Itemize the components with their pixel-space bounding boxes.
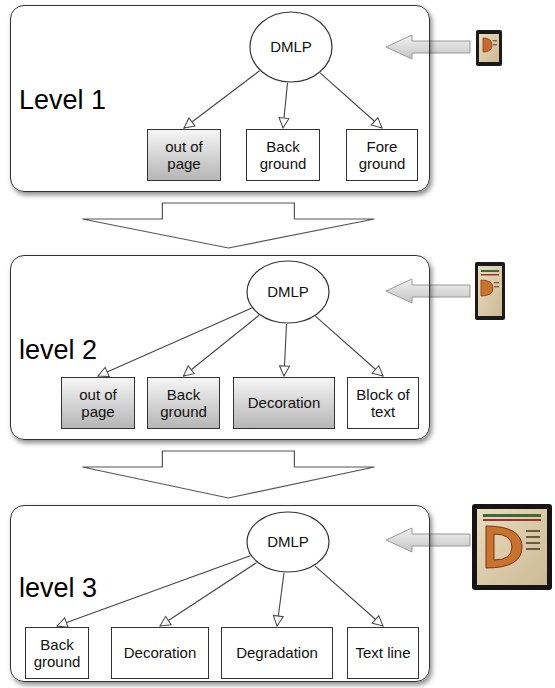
level-label: level 3 <box>19 574 97 604</box>
level-panel: Level 1 DMLP out of page Back ground Fore gr… <box>10 5 430 192</box>
classification-arrow <box>98 308 252 376</box>
input-arrow <box>386 528 470 552</box>
class-box: Back ground <box>246 129 320 181</box>
input-arrow <box>386 279 470 303</box>
classifier-ellipse: DMLP <box>246 260 330 324</box>
classification-arrow <box>160 563 257 626</box>
classification-arrow <box>184 315 260 376</box>
level-transition-arrow <box>82 203 374 248</box>
level-transition-arrow <box>82 451 374 498</box>
class-label: Degradation <box>236 644 318 661</box>
class-label: Fore ground <box>351 138 413 173</box>
class-box: Fore ground <box>346 129 418 181</box>
classifier-name: DMLP <box>267 533 309 550</box>
classification-arrow <box>315 566 383 626</box>
classification-arrow <box>320 73 382 128</box>
class-box: Degradation <box>221 627 333 679</box>
thumbnail-image <box>472 504 552 590</box>
class-label: Text line <box>355 644 410 661</box>
classifier-name: DMLP <box>270 38 312 55</box>
class-box: Back ground <box>25 627 89 679</box>
class-label: Back ground <box>251 138 315 173</box>
class-label: Decoration <box>124 644 197 661</box>
class-label: Back ground <box>152 386 215 421</box>
class-box: Back ground <box>147 377 220 429</box>
classification-arrow <box>315 316 383 376</box>
level-panel: level 3 DMLP Back ground Decoration Degradat… <box>10 505 430 682</box>
class-label: out of page <box>152 138 216 173</box>
classification-arrow <box>277 573 284 626</box>
level-panel: level 2 DMLP out of page Back ground Decorat… <box>10 255 430 440</box>
classification-arrow <box>284 324 287 376</box>
level-label: level 2 <box>19 336 97 366</box>
classification-arrow <box>184 71 260 128</box>
classifier-name: DMLP <box>267 283 309 300</box>
class-box: Text line <box>347 627 419 679</box>
class-label: Decoration <box>248 394 321 411</box>
thumbnail-image <box>475 262 505 320</box>
input-arrow <box>386 35 470 59</box>
class-box: out of page <box>147 129 221 181</box>
class-label: Back ground <box>30 636 84 671</box>
thumbnail-image <box>476 30 502 66</box>
classification-arrow <box>283 83 288 128</box>
class-box: out of page <box>61 377 135 429</box>
level-label: Level 1 <box>19 86 106 116</box>
class-box: Decoration <box>233 377 335 429</box>
class-label: Block of text <box>352 386 414 421</box>
class-label: out of page <box>66 386 130 421</box>
classifier-ellipse: DMLP <box>246 511 330 573</box>
class-box: Decoration <box>111 627 209 679</box>
classifier-ellipse: DMLP <box>249 11 333 83</box>
class-box: Block of text <box>347 377 419 429</box>
